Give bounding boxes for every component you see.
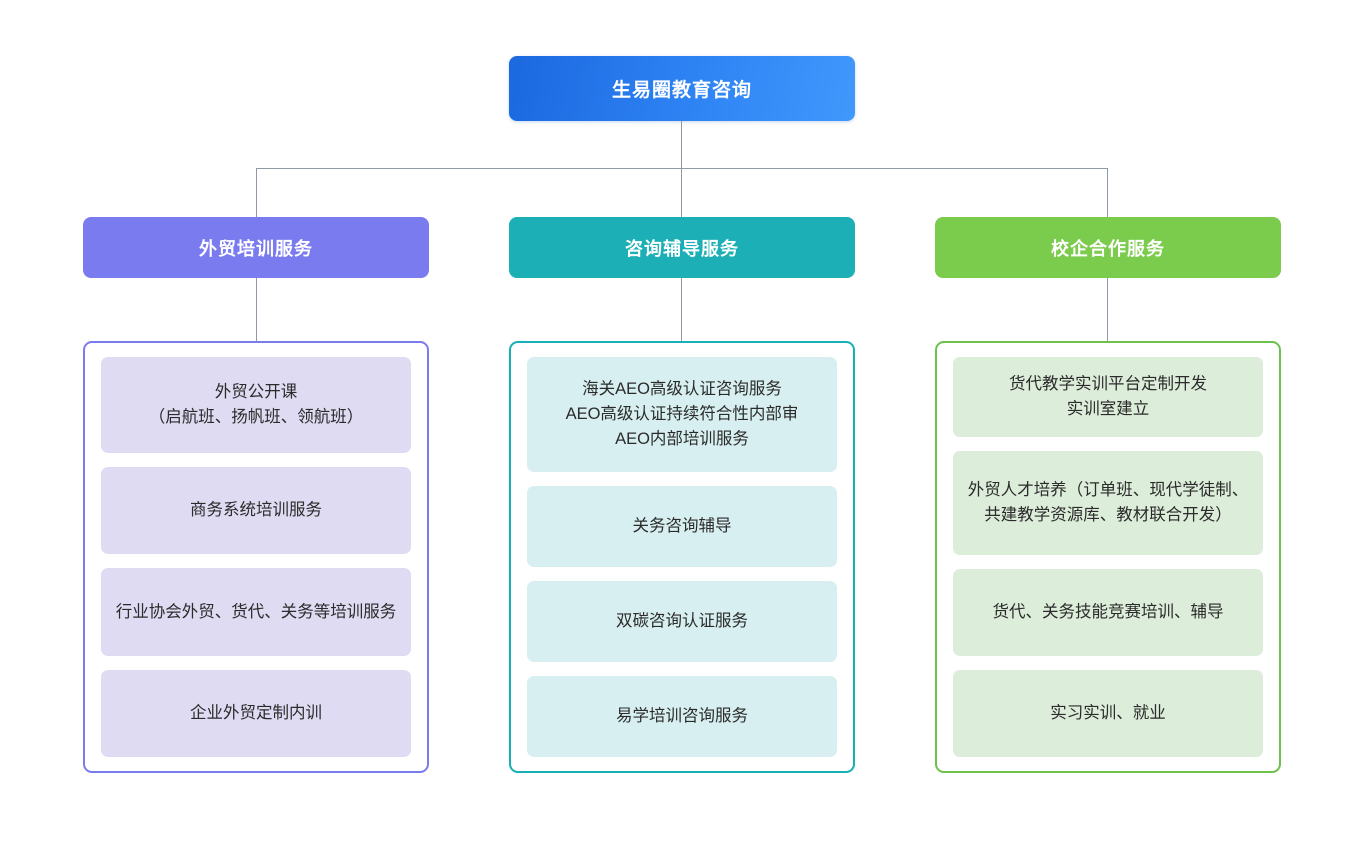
group-header-label: 校企合作服务	[1051, 238, 1165, 259]
list-item[interactable]: 海关AEO高级认证咨询服务 AEO高级认证持续符合性内部审 AEO内部培训服务	[527, 357, 837, 472]
connector-group-0-to-box	[256, 278, 257, 341]
list-item[interactable]: 货代教学实训平台定制开发 实训室建立	[953, 357, 1263, 437]
connector-bus-to-group-2	[1107, 168, 1108, 217]
connector-bus-to-group-0	[256, 168, 257, 217]
list-item[interactable]: 行业协会外贸、货代、关务等培训服务	[101, 568, 411, 656]
list-item[interactable]: 易学培训咨询服务	[527, 676, 837, 757]
list-item[interactable]: 商务系统培训服务	[101, 467, 411, 555]
group-container-xiaoqi-hezuo: 货代教学实训平台定制开发 实训室建立 外贸人才培养（订单班、现代学徒制、共建教学…	[935, 341, 1281, 773]
group-container-waimao-peixun: 外贸公开课 （启航班、扬帆班、领航班） 商务系统培训服务 行业协会外贸、货代、关…	[83, 341, 429, 773]
root-node-label: 生易圈教育咨询	[611, 80, 752, 101]
group-header-label: 咨询辅导服务	[625, 238, 739, 259]
list-item[interactable]: 货代、关务技能竞赛培训、辅导	[953, 569, 1263, 656]
connector-group-1-to-box	[681, 278, 682, 341]
group-header-zixun-fudao[interactable]: 咨询辅导服务	[509, 217, 855, 278]
connector-bus-to-group-1	[681, 168, 682, 217]
connector-group-2-to-box	[1107, 278, 1108, 341]
list-item[interactable]: 关务咨询辅导	[527, 486, 837, 567]
root-node[interactable]: 生易圈教育咨询	[509, 56, 855, 121]
connector-root-down	[681, 121, 682, 168]
list-item[interactable]: 企业外贸定制内训	[101, 669, 411, 757]
group-container-zixun-fudao: 海关AEO高级认证咨询服务 AEO高级认证持续符合性内部审 AEO内部培训服务 …	[509, 341, 855, 773]
group-header-label: 外贸培训服务	[199, 238, 313, 259]
group-header-waimao-peixun[interactable]: 外贸培训服务	[83, 217, 429, 278]
list-item[interactable]: 双碳咨询认证服务	[527, 581, 837, 662]
group-header-xiaoqi-hezuo[interactable]: 校企合作服务	[935, 217, 1281, 278]
list-item[interactable]: 外贸人才培养（订单班、现代学徒制、共建教学资源库、教材联合开发）	[953, 451, 1263, 555]
list-item[interactable]: 实习实训、就业	[953, 670, 1263, 757]
list-item[interactable]: 外贸公开课 （启航班、扬帆班、领航班）	[101, 357, 411, 453]
